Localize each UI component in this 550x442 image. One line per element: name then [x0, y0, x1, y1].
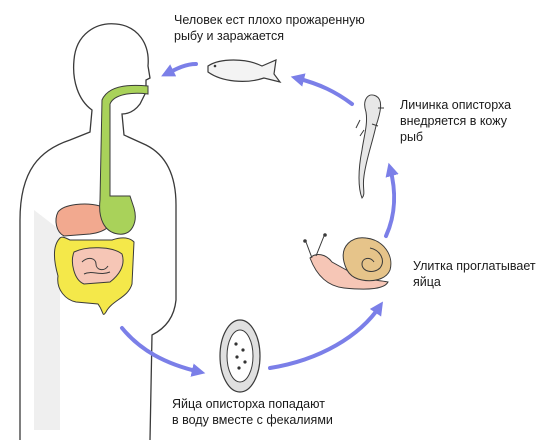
fish	[207, 59, 282, 83]
small-intestine	[71, 247, 124, 285]
larva	[355, 94, 384, 199]
caption-human-line2: рыбу и заражается	[174, 29, 285, 43]
body-shade	[34, 210, 60, 430]
caption-larva: Личинка описторха внедряется в кожу рыб	[400, 97, 511, 145]
snail-shell	[342, 237, 392, 282]
snail-spiral	[361, 247, 383, 272]
larva-tail	[355, 107, 384, 137]
caption-human: Человек ест плохо прожаренную рыбу и зар…	[174, 12, 365, 44]
arrow-to-egg	[120, 326, 206, 377]
caption-larva-line3: рыб	[400, 130, 424, 144]
caption-larva-line2: внедряется в кожу	[400, 114, 507, 128]
caption-human-line1: Человек ест плохо прожаренную	[174, 13, 365, 27]
cycle-arrows	[120, 62, 399, 377]
arrow-to-snail	[268, 301, 384, 370]
caption-larva-line1: Личинка описторха	[400, 98, 512, 112]
intestine-coils	[81, 257, 111, 275]
larva-body	[358, 94, 382, 199]
arrow-to-human	[161, 62, 198, 77]
caption-snail-line1: Улитка проглатывает	[413, 259, 536, 273]
human-silhouette	[19, 23, 177, 441]
caption-eggs-line1: Яйца описторха попадают	[172, 397, 325, 411]
snail-tentacles	[305, 235, 325, 259]
arrow-to-larva	[384, 162, 399, 238]
caption-snail-line2: яйца	[413, 275, 441, 289]
caption-eggs: Яйца описторха попадают в воду вместе с …	[172, 396, 333, 428]
caption-snail: Улитка проглатывает яйца	[413, 258, 536, 290]
egg	[219, 319, 261, 393]
fish-body	[207, 59, 282, 83]
snail	[303, 233, 392, 290]
caption-eggs-line2: в воду вместе с фекалиями	[172, 413, 333, 427]
esophagus	[99, 84, 149, 235]
arrow-to-fish	[290, 73, 354, 106]
human-figure	[19, 23, 177, 441]
